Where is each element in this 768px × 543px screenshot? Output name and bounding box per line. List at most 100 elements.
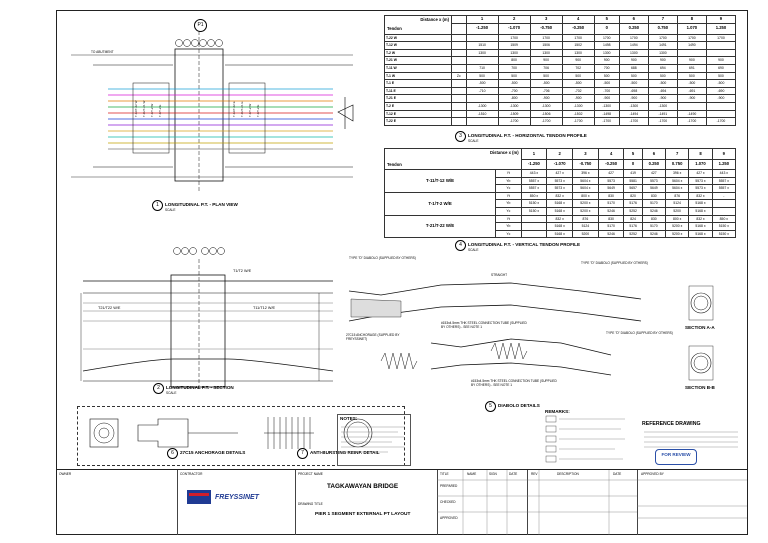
tendon-name: T-11 W	[384, 63, 452, 73]
table-cell: 1494	[618, 41, 649, 50]
table-cell: 1700	[647, 33, 678, 43]
table-cell: 396 x	[665, 169, 690, 178]
svg-text:T-12/T-22 E: T-12/T-22 E	[232, 101, 236, 117]
col-index: 7	[665, 148, 690, 160]
table-cell: 1300	[647, 48, 678, 58]
tb-col-sign: SIGN	[489, 472, 497, 476]
table-cell: -1300	[465, 101, 499, 111]
section-label-right: T11/T12 W/E	[253, 306, 276, 310]
table-cell: 5649	[597, 184, 625, 193]
view-number-5: 5	[485, 401, 496, 412]
table-cell: -500	[676, 79, 707, 88]
z-label	[451, 48, 467, 58]
table-cell: -706	[529, 86, 563, 96]
table-cell	[520, 214, 548, 224]
col-index: 4	[597, 148, 625, 160]
tb-col-date: DATE	[509, 472, 518, 476]
table-cell: -1700	[647, 117, 678, 126]
table-cell: 1700	[618, 33, 649, 43]
tb-col-approved: APPROVED BY	[641, 472, 664, 476]
table-cell: 5150 x	[711, 222, 737, 231]
view-number-3: 3	[455, 131, 466, 142]
table-cell: 5573 x	[546, 184, 574, 193]
tendon-name: T-22 E	[384, 117, 452, 126]
table-cell: -1506	[529, 109, 563, 119]
table-cell	[465, 33, 499, 43]
z-label	[451, 63, 467, 73]
company-name: FREYSSINET	[215, 494, 259, 501]
table-row: T-1 E-500-500-500-500-500-500-500-500-50…	[384, 79, 737, 88]
plan-view: T-12/T-22 W T-11/T-21 W T-1/T-2 W T-1/T-…	[63, 17, 363, 207]
diabolo-note-4: 27C15 ANCHORAGE (SUPPLIED BY FREYSSINET)	[346, 333, 400, 341]
tendon-name: T-21 W	[384, 56, 452, 65]
section-view: T21/T22 W/E T11/T12 W/E T1/T2 W/E	[63, 241, 353, 396]
table-cell: -500	[465, 79, 499, 88]
table-cell: 500	[676, 71, 707, 81]
table-cell: 5124	[665, 199, 690, 208]
row-key: Yt	[495, 191, 522, 201]
table-cell: -1700	[705, 117, 737, 126]
logo-stripe	[189, 493, 209, 496]
tendon-label: Tendon	[387, 26, 402, 32]
table-cell: -700	[497, 86, 531, 96]
table-cell: 5573 x	[688, 176, 713, 186]
table-cell: -1502	[561, 109, 595, 119]
table-cell: -1300	[618, 101, 649, 111]
col-index: 9	[705, 15, 737, 24]
table-cell: 427 x	[546, 169, 574, 178]
table-cell: 5252	[623, 206, 643, 216]
diabolo-details: TYPE "D" DIABOLO (SUPPLIED BY OTHERS) TY…	[341, 251, 743, 401]
diabolo-note-1: TYPE "D" DIABOLO (SUPPLIED BY OTHERS)	[349, 256, 416, 260]
anchorage-title-text: 27C15 ANCHORAGE DETAILS	[180, 450, 246, 455]
table-cell: 1300	[561, 48, 595, 58]
table-cell	[711, 206, 737, 216]
table-cell: 900	[676, 56, 707, 65]
x-value: -0.250	[597, 158, 625, 170]
z-label	[451, 33, 467, 43]
row-key: Yt	[495, 214, 522, 224]
tb-divider	[637, 470, 638, 535]
x-value: -0.750	[572, 158, 599, 170]
z-label	[451, 86, 467, 96]
col-index: 1	[465, 15, 499, 24]
row-key: Yc	[495, 229, 522, 239]
table-cell: -900	[618, 94, 649, 103]
col-index: 3	[572, 148, 599, 160]
tb-col-description: DESCRIPTION	[557, 472, 579, 476]
svg-text:T-1/T-2 E: T-1/T-2 E	[256, 105, 260, 117]
table-row: T-21 E-800-900-900-900-900-900-900-900	[384, 94, 737, 103]
z-label	[451, 94, 467, 103]
table-cell: 500	[497, 71, 531, 81]
tendon-name: T-12 E	[384, 109, 452, 119]
table-cell: 900	[561, 56, 595, 65]
table-row: T-2 E-1300-1300-1300-1300-1300-1300-1300	[384, 101, 737, 111]
table-cell: 5573	[641, 176, 667, 186]
x-value: -1.070	[546, 158, 574, 170]
table-cell: -1498	[593, 109, 620, 119]
tendon-name: T-1 W	[384, 71, 452, 81]
table-cell: 706	[529, 63, 563, 73]
table-cell: 700	[593, 63, 620, 73]
table-cell: 710	[465, 63, 499, 73]
table-cell: 5557 x	[520, 184, 548, 193]
title-block: OWNER CONTRACTOR FREYSSINET PROJECT NAME…	[57, 469, 747, 535]
table-cell: 1506	[529, 41, 563, 50]
table-cell: 691	[676, 63, 707, 73]
table-cell: -900	[593, 94, 620, 103]
table-cell: 688	[618, 63, 649, 73]
table-cell: 5150 x	[711, 229, 737, 239]
horizontal-tendon-table: Distance x (m) Tendon 1 2 3 4 5 6 7 8 9 …	[384, 15, 737, 126]
x-value: -0.250	[561, 22, 595, 35]
row-key: Yc	[495, 206, 522, 216]
tb-divider	[437, 470, 438, 535]
table-cell: 500	[529, 71, 563, 81]
section-label-left: T21/T22 W/E	[98, 306, 121, 310]
table-cell: -500	[618, 79, 649, 88]
table-cell: 830	[641, 191, 667, 201]
table-cell: 900	[647, 56, 678, 65]
reference-lines	[644, 431, 738, 448]
col-index: 5	[593, 15, 620, 24]
